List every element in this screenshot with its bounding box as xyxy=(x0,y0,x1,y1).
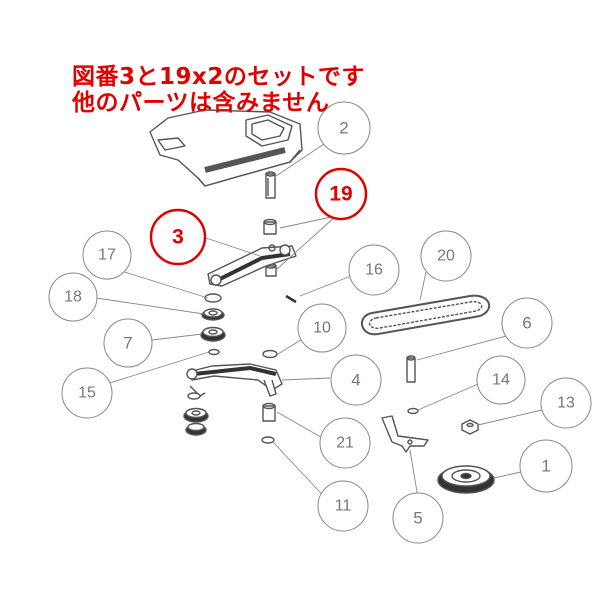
callout-label: 19 xyxy=(329,183,352,206)
callout-4: 4 xyxy=(330,354,382,406)
bearing-part xyxy=(200,326,226,342)
nut-part xyxy=(461,419,479,435)
callout-label: 4 xyxy=(351,371,360,390)
callout-label: 14 xyxy=(492,372,510,389)
callout-label: 7 xyxy=(123,334,132,353)
callout-label: 3 xyxy=(172,226,184,249)
callout-21: 20 xyxy=(420,230,472,282)
bracket-part xyxy=(381,415,429,453)
callout-10: 10 xyxy=(297,303,347,353)
callout-1: 1 xyxy=(519,439,573,493)
callout-14: 14 xyxy=(476,355,526,405)
callout-16: 15 xyxy=(61,367,113,419)
callout-label: 11 xyxy=(335,498,352,515)
washer-part xyxy=(261,436,275,444)
washer-part xyxy=(407,407,419,415)
callout-label: 18 xyxy=(64,289,82,306)
callout-label: 17 xyxy=(98,247,116,264)
washer-part xyxy=(262,349,278,359)
belt-part xyxy=(361,294,491,336)
bolt-part xyxy=(406,355,416,383)
callout-label: 6 xyxy=(522,314,531,333)
callout-7: 7 xyxy=(103,318,153,368)
bolt-part xyxy=(265,171,276,199)
washer-part xyxy=(208,348,220,356)
bearing-stack-part xyxy=(183,392,209,436)
exclusion-note: 他のパーツは含みません xyxy=(72,90,330,116)
callout-label: 15 xyxy=(78,385,96,402)
callout-11: 11 xyxy=(317,480,369,532)
deck-cover-part xyxy=(149,109,303,187)
callout-6: 6 xyxy=(501,297,553,349)
callout-17: 17 xyxy=(82,230,132,280)
callout-20: 21 xyxy=(319,417,371,469)
callout-15: 16 xyxy=(348,244,400,296)
callout-label: 1 xyxy=(541,457,550,476)
spacer-part xyxy=(262,402,276,422)
callout-label: 16 xyxy=(365,262,383,279)
callout-label: 2 xyxy=(339,119,348,138)
callout-label: 5 xyxy=(413,509,422,528)
callout-label: 13 xyxy=(557,395,575,412)
idler-arm-part xyxy=(207,244,297,287)
tension-arm-part xyxy=(186,363,283,397)
callout-label: 20 xyxy=(437,248,455,265)
callout-label: 21 xyxy=(336,435,354,452)
callout-5: 5 xyxy=(392,492,444,544)
bearing-part xyxy=(201,308,225,321)
set-contents-note: 図番3と19x2のセットです xyxy=(72,64,365,90)
callout-19: 19 xyxy=(314,167,368,221)
callout-2: 2 xyxy=(317,101,371,155)
washer-part xyxy=(204,293,222,303)
pin-part xyxy=(285,294,297,304)
callout-label: 10 xyxy=(313,320,331,337)
callout-13: 13 xyxy=(540,377,592,429)
callout-18: 18 xyxy=(48,272,98,322)
pulley-part xyxy=(437,465,495,494)
callout-3: 3 xyxy=(149,208,207,266)
